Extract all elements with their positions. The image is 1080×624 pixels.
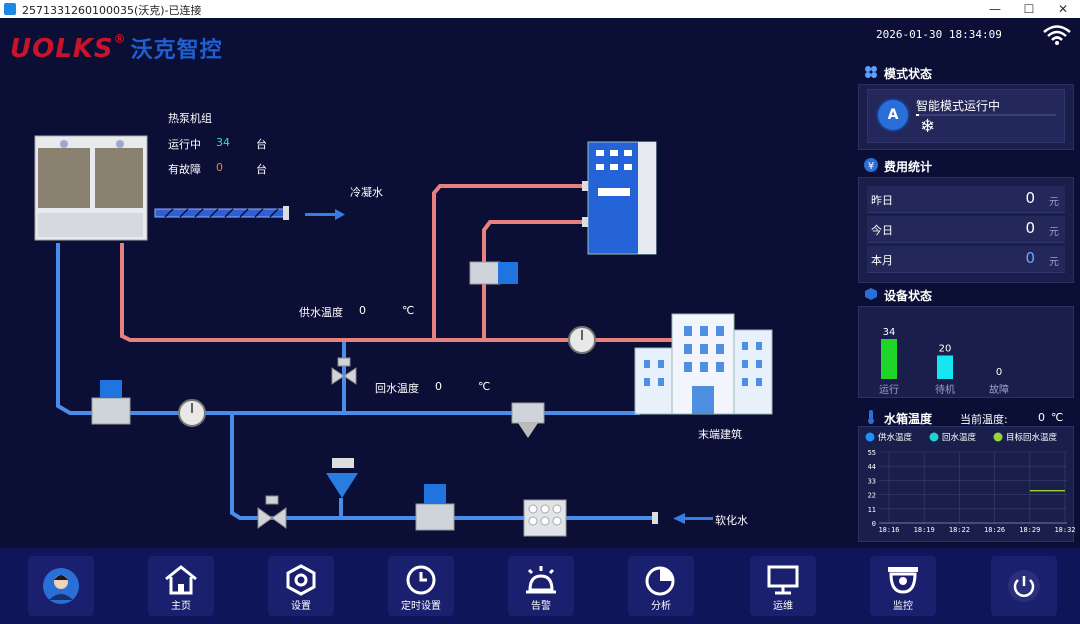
device-bar-value: 20	[939, 343, 952, 354]
device-bar-0	[881, 339, 897, 379]
brand-logo: UOLKS®沃克智控	[10, 32, 223, 64]
x-tick-label: 18:29	[1019, 526, 1040, 534]
running-count: 34	[216, 136, 230, 149]
building-label: 末端建筑	[698, 428, 742, 441]
device-bar-1	[937, 355, 953, 379]
legend-label: 供水温度	[878, 432, 913, 443]
mode-panel: A 智能模式运行中 ❄	[858, 84, 1074, 150]
maximize-button[interactable]: ☐	[1023, 2, 1035, 16]
window-title: 2571331260100035(沃克)-已连接	[22, 4, 202, 17]
monitor-icon	[767, 565, 799, 595]
legend-label: 回水温度	[942, 432, 977, 443]
device-bar-label: 故障	[989, 383, 1009, 396]
nav-power[interactable]	[991, 556, 1057, 616]
device-bar-label: 运行	[879, 383, 899, 396]
minimize-button[interactable]: —	[989, 2, 1001, 16]
nav-home[interactable]: 主页	[148, 556, 214, 616]
y-tick-label: 22	[868, 492, 876, 500]
window-titlebar: 2571331260100035(沃克)-已连接 — ☐ ✕	[0, 0, 1080, 18]
x-tick-label: 18:22	[949, 526, 970, 534]
fault-count: 0	[216, 161, 223, 174]
device-panel-header: 设备状态	[858, 284, 1072, 306]
cost-panel-header: ¥ 费用统计	[858, 155, 1072, 177]
condensate-label: 冷凝水	[350, 186, 383, 199]
x-tick-label: 18:16	[878, 526, 899, 534]
close-button[interactable]: ✕	[1057, 2, 1069, 16]
nav-user-avatar[interactable]	[28, 556, 94, 616]
tank-temperature-chart: 供水温度 回水温度 目标回水温度 55 44 33 22 11 018:16 18:19 18:22…	[865, 432, 1076, 534]
x-tick-label: 18:32	[1054, 526, 1075, 534]
device-bar-label: 待机	[935, 383, 955, 396]
heat-pump-title: 热泵机组	[168, 112, 212, 125]
return-temp-label: 回水温度	[375, 382, 419, 395]
fault-label: 有故障	[168, 163, 201, 176]
y-tick-label: 0	[872, 520, 876, 528]
legend-marker	[993, 432, 1003, 442]
wifi-icon	[1043, 25, 1071, 45]
soft-water-label: 软化水	[715, 514, 748, 527]
legend-marker	[865, 432, 875, 442]
return-temp-unit: ℃	[478, 380, 491, 393]
nav-settings[interactable]: 设置	[268, 556, 334, 616]
supply-temp-label: 供水温度	[299, 306, 343, 319]
nav-analysis[interactable]: 分析	[628, 556, 694, 616]
mode-panel-header: 模式状态	[858, 62, 1072, 84]
x-tick-label: 18:26	[984, 526, 1005, 534]
fault-unit: 台	[256, 163, 267, 176]
device-panel: 34 运行 20 待机 0 故障	[858, 306, 1074, 398]
device-bar-chart: 34 运行 20 待机 0 故障	[879, 327, 1009, 396]
pie-chart-icon	[645, 566, 675, 596]
camera-icon	[888, 567, 918, 594]
nav-monitoring[interactable]: 监控	[870, 556, 936, 616]
legend-label: 目标回水温度	[1006, 432, 1058, 443]
y-tick-label: 11	[868, 506, 876, 514]
device-bar-value: 34	[883, 327, 896, 338]
process-diagram	[34, 135, 773, 537]
snowflake-icon: ❄	[920, 116, 936, 137]
main-area: UOLKS®沃克智控 2026-01-30 18:34:09	[0, 18, 1080, 548]
running-label: 运行中	[168, 138, 201, 151]
power-icon	[1008, 570, 1040, 602]
y-tick-label: 33	[868, 477, 876, 485]
settings-icon	[286, 564, 316, 596]
x-tick-label: 18:19	[914, 526, 935, 534]
svg-text:¥: ¥	[868, 161, 874, 172]
cube-icon	[865, 288, 877, 300]
avatar-icon	[43, 568, 79, 604]
device-bar-value: 0	[996, 367, 1002, 378]
y-tick-label: 55	[868, 449, 876, 457]
thermometer-icon	[868, 410, 874, 424]
fan-icon	[865, 66, 877, 78]
datetime: 2026-01-30 18:34:09	[876, 28, 1002, 41]
home-icon	[165, 565, 197, 595]
return-temp-value: 0	[435, 380, 442, 393]
nav-timer-settings[interactable]: 定时设置	[388, 556, 454, 616]
bottom-nav: 主页 设置 定时设置 告警 分析 运维 监控	[0, 548, 1080, 624]
supply-temp-unit: ℃	[402, 304, 415, 317]
running-unit: 台	[256, 138, 267, 151]
supply-temp-value: 0	[359, 304, 366, 317]
nav-operations[interactable]: 运维	[750, 556, 816, 616]
yen-icon: ¥	[864, 158, 878, 172]
alarm-icon	[526, 566, 556, 594]
legend-marker	[929, 432, 939, 442]
y-tick-label: 44	[868, 463, 876, 471]
nav-alarm[interactable]: 告警	[508, 556, 574, 616]
mode-badge: A	[876, 98, 910, 132]
app-icon	[4, 3, 16, 15]
tank-panel-header: 水箱温度 当前温度: 0 ℃	[858, 407, 1072, 429]
clock-icon	[406, 565, 436, 595]
mode-text: 智能模式运行中	[916, 99, 1001, 113]
